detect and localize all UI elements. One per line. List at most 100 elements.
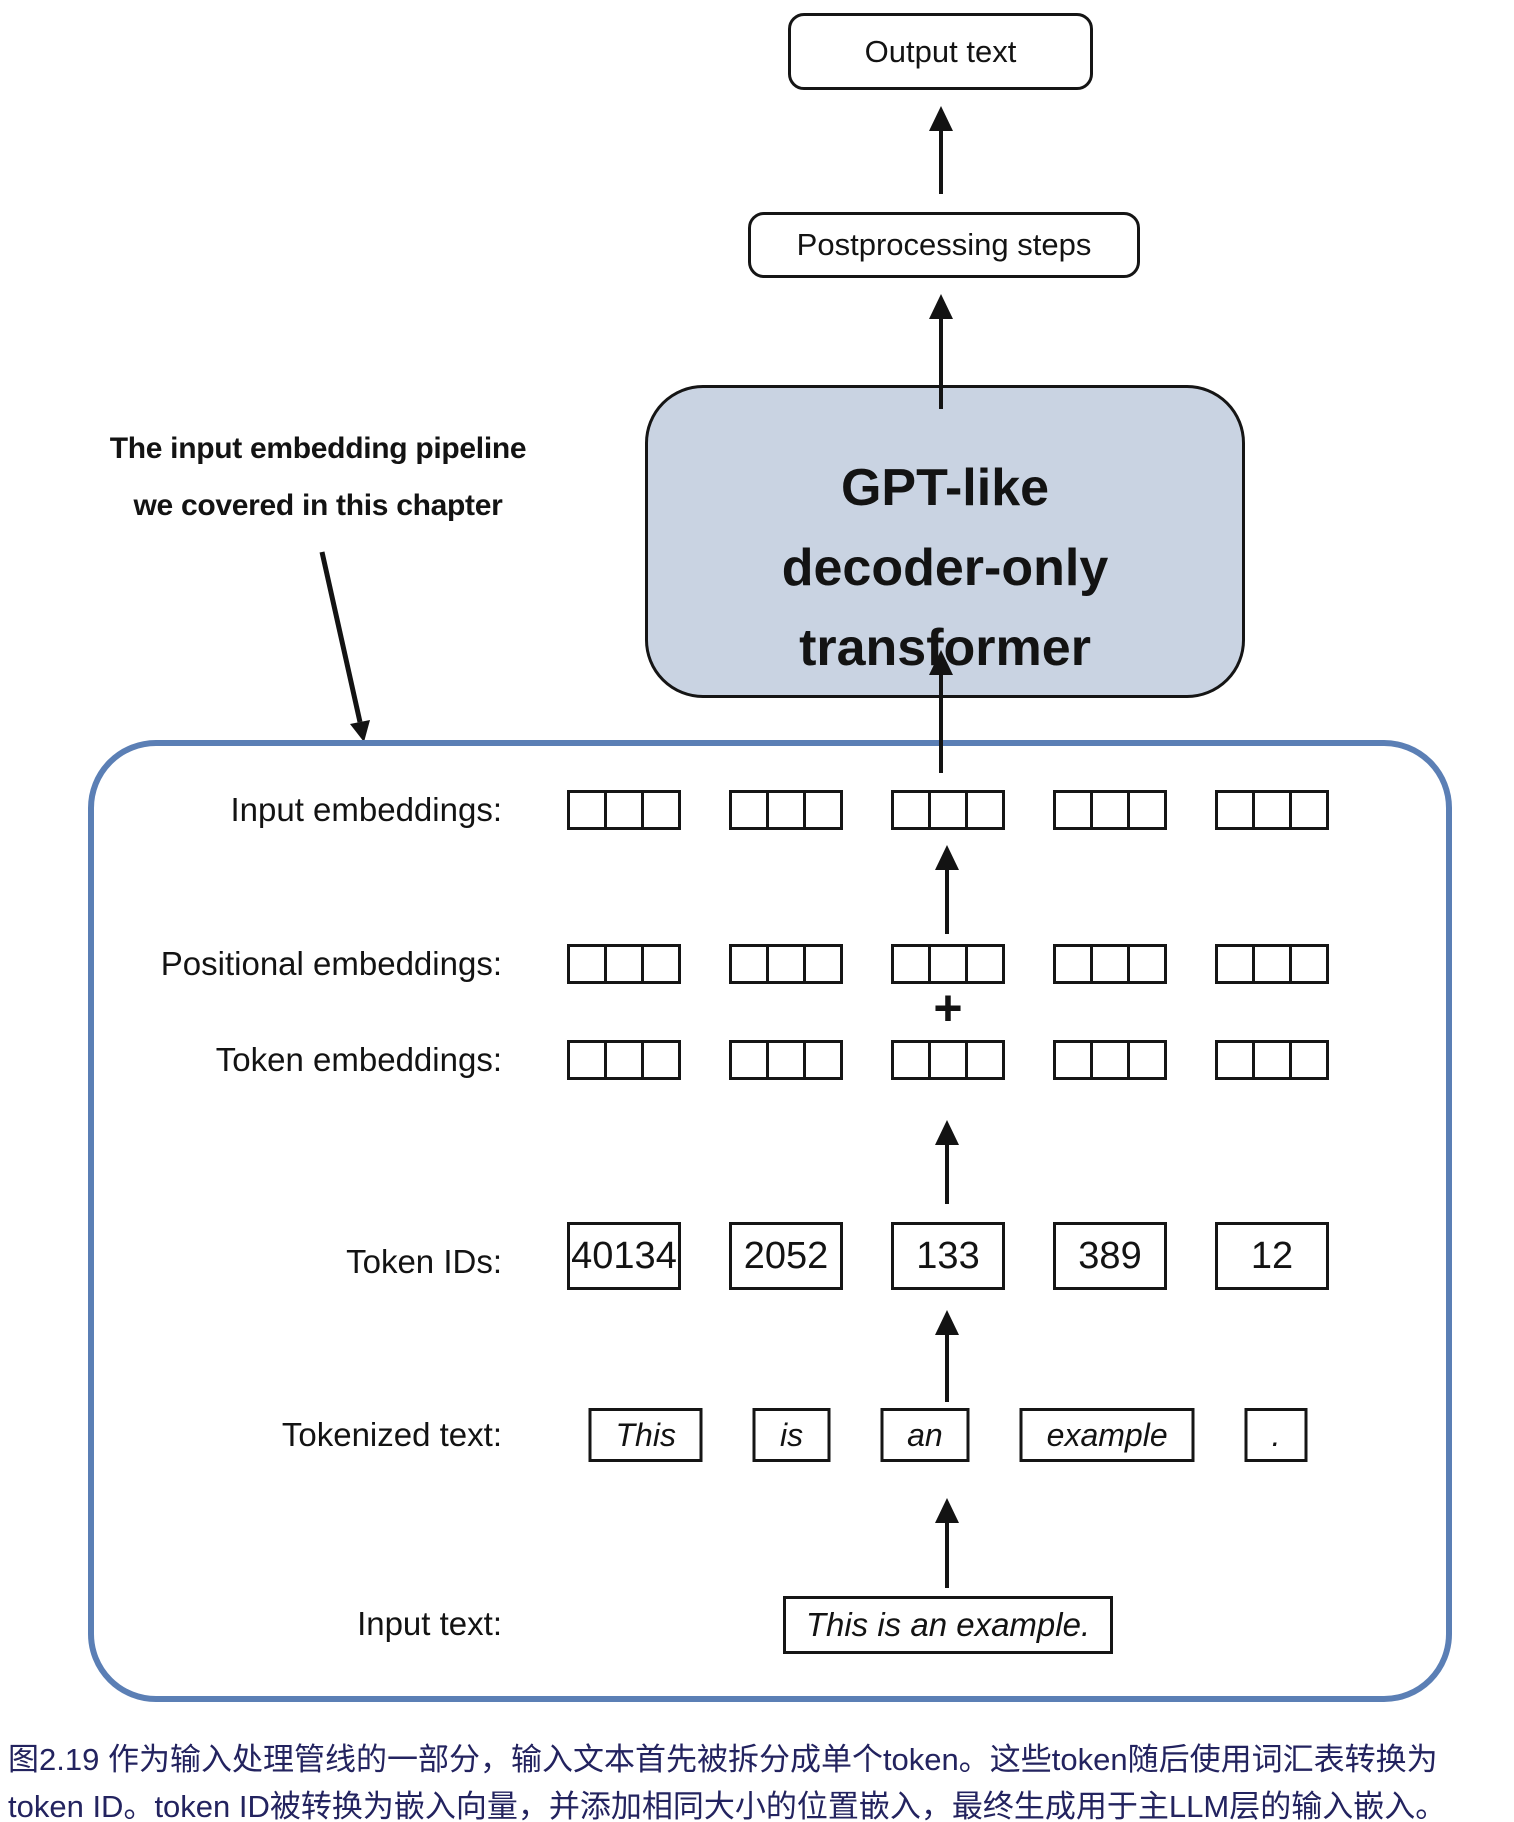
arrow-shaft xyxy=(944,1519,950,1588)
embedding-cell xyxy=(729,1040,769,1080)
embedding-cell xyxy=(641,944,681,984)
gpt-box-line: GPT-like xyxy=(840,459,1050,517)
embedding-vector-group xyxy=(1053,1040,1167,1080)
token-box: is xyxy=(752,1408,831,1462)
embedding-cell xyxy=(604,944,644,984)
arrowhead-icon xyxy=(929,106,953,131)
input-text-label: Input text: xyxy=(357,1605,502,1642)
embedding-cell xyxy=(766,790,806,830)
input-embedding-pipeline-container: Input embeddings: Positional embeddings:… xyxy=(88,740,1452,1702)
embedding-cell xyxy=(1090,944,1130,984)
arrowhead-icon xyxy=(935,845,959,870)
embedding-cell xyxy=(641,790,681,830)
input-text-box: This is an example. xyxy=(783,1596,1113,1654)
embedding-cell xyxy=(1252,944,1292,984)
arrow-shaft xyxy=(944,1331,950,1402)
embedding-cell xyxy=(1289,790,1329,830)
gpt-decoder-transformer-box: GPT-like decoder-only transformer xyxy=(645,385,1245,698)
token-id-box: 40134 xyxy=(567,1222,681,1290)
arrow-tokens-to-ids xyxy=(931,1310,963,1402)
caption-line: token ID。token ID被转换为嵌入向量，并添加相同大小的位置嵌入，最… xyxy=(8,1789,1447,1822)
embedding-cell xyxy=(803,1040,843,1080)
embedding-cell xyxy=(1090,790,1130,830)
arrow-ids-to-token-embeddings xyxy=(931,1120,963,1204)
embedding-cell xyxy=(567,1040,607,1080)
input-embeddings-label: Input embeddings: xyxy=(230,791,502,828)
arrowhead-icon xyxy=(935,1310,959,1335)
embedding-cell xyxy=(1127,790,1167,830)
arrow-postprocessing-to-output xyxy=(925,106,957,194)
embedding-vector-group xyxy=(729,1040,843,1080)
input-embeddings-vectors xyxy=(567,790,1329,830)
arrow-shaft xyxy=(938,315,944,409)
embedding-cell xyxy=(1053,1040,1093,1080)
arrow-shaft xyxy=(944,1141,950,1204)
embedding-cell xyxy=(729,944,769,984)
embedding-cell xyxy=(1053,790,1093,830)
embedding-cell xyxy=(965,790,1005,830)
token-embeddings-vectors xyxy=(567,1040,1329,1080)
arrowhead-icon xyxy=(929,294,953,319)
embedding-cell xyxy=(1053,944,1093,984)
embedding-cell xyxy=(891,790,931,830)
embedding-cell xyxy=(1289,944,1329,984)
embedding-cell xyxy=(965,1040,1005,1080)
arrow-shaft xyxy=(938,127,944,194)
positional-embeddings-vectors xyxy=(567,944,1329,984)
embedding-vector-group xyxy=(1215,790,1329,830)
embedding-vector-group xyxy=(1053,790,1167,830)
embedding-vector-group xyxy=(567,790,681,830)
embedding-cell xyxy=(641,1040,681,1080)
embedding-vector-group xyxy=(891,944,1005,984)
embedding-cell xyxy=(803,790,843,830)
embedding-vector-group xyxy=(891,790,1005,830)
embedding-cell xyxy=(1252,1040,1292,1080)
embedding-cell xyxy=(1215,944,1255,984)
arrowhead-icon xyxy=(935,1120,959,1145)
token-id-box: 12 xyxy=(1215,1222,1329,1290)
token-box: example xyxy=(1019,1408,1195,1462)
caption-line: 图2.19 作为输入处理管线的一部分，输入文本首先被拆分成单个token。这些t… xyxy=(8,1742,1438,1777)
arrowhead-icon xyxy=(935,1498,959,1523)
embedding-cell xyxy=(567,790,607,830)
arrowhead-icon xyxy=(929,650,953,675)
embedding-cell xyxy=(965,944,1005,984)
embedding-cell xyxy=(1215,1040,1255,1080)
embedding-cell xyxy=(1215,790,1255,830)
embedding-vector-group xyxy=(1215,944,1329,984)
postprocessing-steps-box: Postprocessing steps xyxy=(748,212,1140,278)
embedding-vector-group xyxy=(567,1040,681,1080)
embedding-cell xyxy=(604,790,644,830)
tokenized-text-label: Tokenized text: xyxy=(281,1416,502,1453)
token-embeddings-label: Token embeddings: xyxy=(215,1041,502,1078)
embedding-cell xyxy=(928,790,968,830)
annotation-line: we covered in this chapter xyxy=(133,489,503,522)
embedding-vector-group xyxy=(567,944,681,984)
embedding-vector-group xyxy=(1215,1040,1329,1080)
embedding-cell xyxy=(766,1040,806,1080)
embedding-cell xyxy=(604,1040,644,1080)
embedding-cell xyxy=(928,1040,968,1080)
output-text-box: Output text xyxy=(788,13,1093,90)
embedding-cell xyxy=(928,944,968,984)
token-id-box: 2052 xyxy=(729,1222,843,1290)
positional-embeddings-label: Positional embeddings: xyxy=(160,945,502,982)
arrow-gpt-to-postprocessing xyxy=(925,294,957,409)
arrow-sum-to-input-embeddings xyxy=(931,845,963,934)
embedding-cell xyxy=(766,944,806,984)
token-ids-label: Token IDs: xyxy=(346,1243,502,1280)
embedding-cell xyxy=(891,944,931,984)
plus-sign: + xyxy=(933,980,963,1036)
token-box: . xyxy=(1244,1408,1308,1462)
embedding-cell xyxy=(1090,1040,1130,1080)
embedding-vector-group xyxy=(891,1040,1005,1080)
annotation-arrow xyxy=(319,551,370,742)
embedding-cell xyxy=(729,790,769,830)
token-box: This xyxy=(588,1408,703,1462)
arrow-shaft xyxy=(938,671,944,773)
embedding-cell xyxy=(1289,1040,1329,1080)
embedding-cell xyxy=(891,1040,931,1080)
